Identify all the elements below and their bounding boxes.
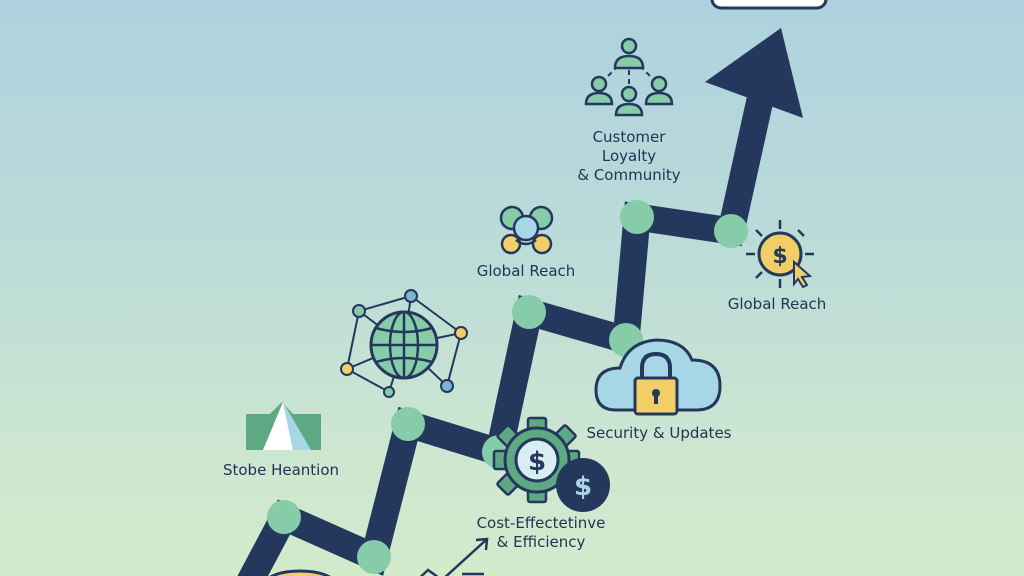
milestone-dot <box>391 407 425 441</box>
label-global-reach-right: Global Reach <box>707 295 847 314</box>
cursor-icon <box>793 259 813 289</box>
growth-arrow <box>237 28 803 576</box>
cloud-lock-icon <box>594 338 722 416</box>
label-cost-efficiency: Cost-Effectetinve & Efficiency <box>461 514 621 552</box>
top-label-box <box>710 0 828 10</box>
milestone-dot <box>714 214 748 248</box>
label-line: Cost-Effectetinve <box>476 514 606 532</box>
label-customer-loyalty: Customer Loyalty & Community <box>559 128 699 185</box>
label-line: Global Reach <box>476 262 576 280</box>
label-line: & Efficiency <box>496 533 586 551</box>
svg-text:$: $ <box>574 472 592 502</box>
label-line: Customer <box>592 128 666 146</box>
label-line: Security & Updates <box>586 424 732 442</box>
shield-icon <box>246 402 321 450</box>
label-stobe: Stobe Heantion <box>201 461 361 480</box>
arrow-head <box>705 28 803 118</box>
label-global-reach-left: Global Reach <box>456 262 596 281</box>
people-group-icon <box>499 205 554 255</box>
milestone-dot <box>267 500 301 534</box>
arrow-path <box>237 97 774 576</box>
trend-arrow-icon <box>419 537 489 576</box>
gear-dollar-icon: $ $ <box>492 416 610 512</box>
milestone-dot <box>357 540 391 574</box>
coin-partial-icon <box>269 569 331 576</box>
label-line: Stobe Heantion <box>222 461 340 479</box>
label-line: Global Reach <box>727 295 827 313</box>
milestone-dots <box>267 200 748 574</box>
label-line: Loyalty <box>601 147 657 165</box>
milestone-dot <box>512 295 546 329</box>
label-security: Security & Updates <box>574 424 744 443</box>
sun-dollar-icon: $ <box>746 220 814 289</box>
milestone-dot <box>620 200 654 234</box>
label-line: & Community <box>577 166 681 184</box>
svg-text:$: $ <box>772 244 787 269</box>
svg-text:$: $ <box>528 447 546 477</box>
globe-network-icon <box>340 289 468 398</box>
community-network-icon <box>584 37 674 117</box>
